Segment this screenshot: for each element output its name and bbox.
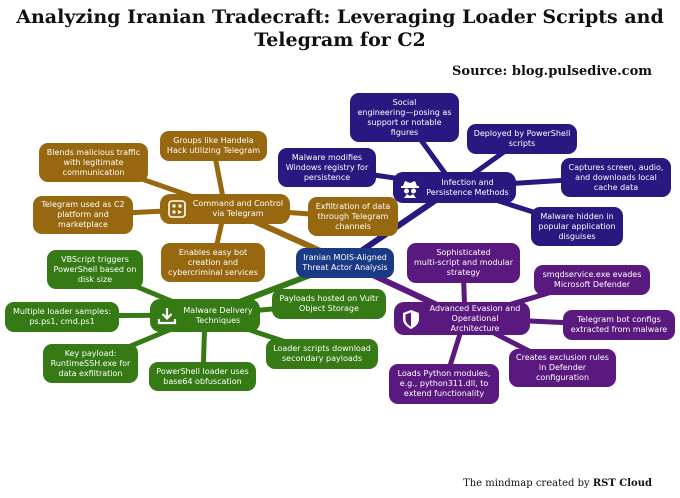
center-node: Iranian MOIS-Aligned Threat Actor Analys… — [296, 248, 394, 278]
delivery-item-secondary-payloads: Loader scripts download secondary payloa… — [266, 339, 378, 369]
c2-item-telegram-platform: Telegram used as C2 platform and marketp… — [33, 196, 133, 234]
delivery-item-base64: PowerShell loader uses base64 obfuscatio… — [149, 362, 256, 391]
evasion-item-modular-strategy: Sophisticated multi-script and modular s… — [407, 243, 520, 283]
evasion-item-smqdservice: smqdservice.exe evades Microsoft Defende… — [534, 265, 650, 295]
malware-delivery-label: Malware Delivery Techniques — [183, 305, 253, 325]
credit-line: The mindmap created by RST Cloud — [463, 478, 652, 489]
page-title: Analyzing Iranian Tradecraft: Leveraging… — [16, 6, 664, 51]
infection-persistence-label: Infection and Persistence Methods — [426, 177, 509, 197]
download-icon — [157, 307, 177, 324]
command-and-control-hub: Command and Control via Telegram — [160, 194, 290, 224]
c2-item-exfiltration: Exfiltration of data through Telegram ch… — [308, 197, 398, 236]
c2-item-blends-traffic: Blends malicious traffic with legitimate… — [39, 143, 148, 182]
c2-item-bot-creation: Enables easy bot creation and cybercrimi… — [161, 243, 265, 282]
delivery-item-loader-samples: Multiple loader samples: ps.ps1, cmd.ps1 — [5, 302, 119, 332]
telegram-c2-icon — [168, 200, 186, 218]
credit-prefix: The mindmap created by — [463, 478, 590, 489]
malware-delivery-hub: Malware Delivery Techniques — [150, 299, 260, 332]
delivery-item-vultr: Payloads hosted on Vultr Object Storage — [272, 289, 386, 319]
delivery-item-runtimessh: Key payload: RuntimeSSH.exe for data exf… — [43, 344, 138, 383]
infection-persistence-hub: Infection and Persistence Methods — [393, 172, 516, 203]
credit-brand: RST Cloud — [592, 478, 652, 489]
evasion-item-exclusion-rules: Creates exclusion rules in Defender conf… — [509, 349, 616, 387]
command-and-control-label: Command and Control via Telegram — [192, 199, 284, 218]
infection-item-powershell-deploy: Deployed by PowerShell scripts — [467, 124, 577, 154]
infection-item-registry: Malware modifies Windows registry for pe… — [278, 148, 376, 187]
infection-item-disguises: Malware hidden in popular application di… — [531, 207, 623, 246]
infection-item-captures: Captures screen, audio, and downloads lo… — [561, 158, 671, 197]
evasion-item-bot-configs: Telegram bot configs extracted from malw… — [563, 310, 675, 340]
evasion-label: Advanced Evasion and Operational Archite… — [429, 303, 521, 333]
c2-item-handela: Groups like Handela Hack utilizing Teleg… — [160, 131, 267, 161]
shield-icon — [403, 309, 419, 329]
evasion-item-python-modules: Loads Python modules, e.g., python311.dl… — [389, 364, 499, 404]
source-label: Source: blog.pulsedive.com — [452, 64, 652, 79]
delivery-item-vbscript: VBScript triggers PowerShell based on di… — [47, 250, 143, 289]
spy-icon — [401, 180, 419, 198]
evasion-hub: Advanced Evasion and Operational Archite… — [394, 302, 530, 335]
infection-item-social-engineering: Social engineering—posing as support or … — [350, 93, 459, 142]
